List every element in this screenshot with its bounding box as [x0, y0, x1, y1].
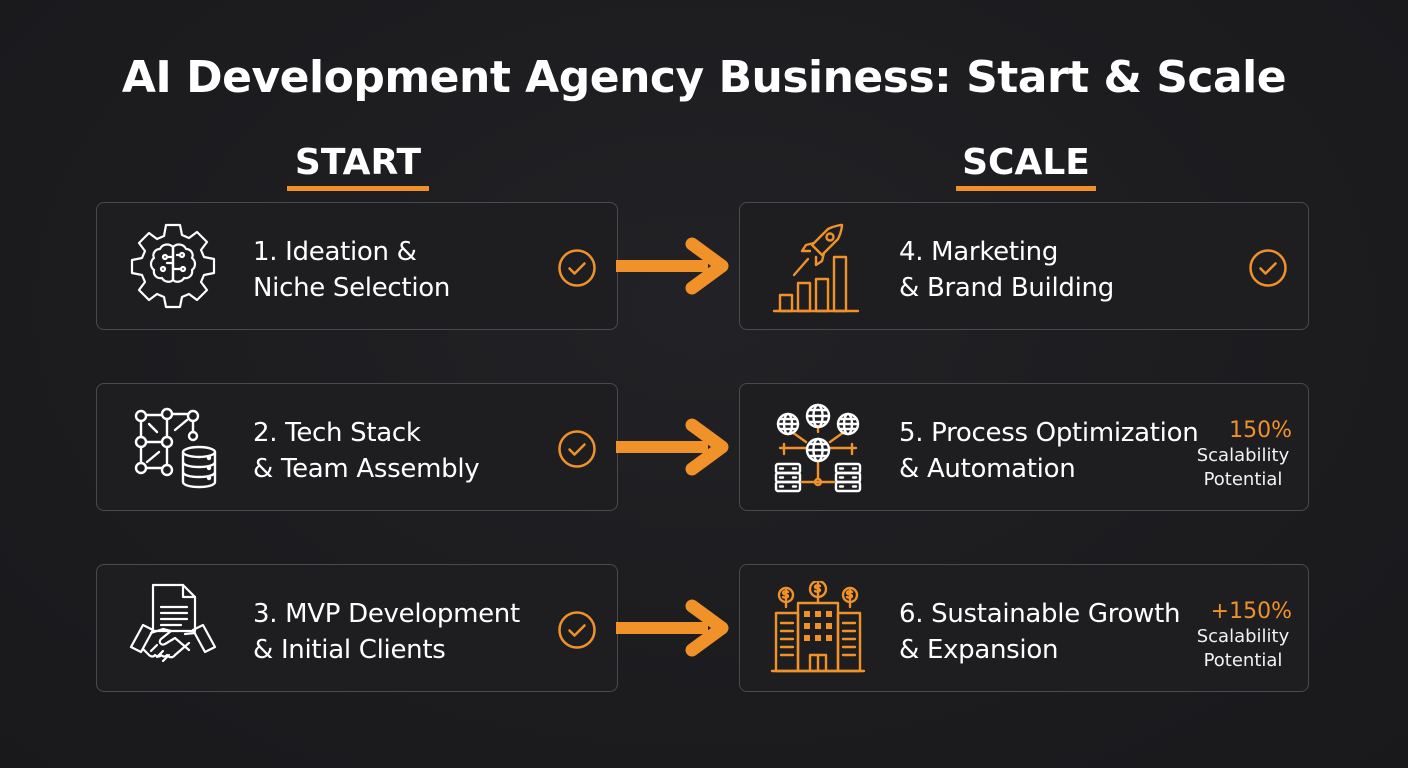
brain-gear-icon — [130, 223, 216, 309]
step-2-line1: 2. Tech Stack — [253, 418, 421, 448]
step-card-2: 2. Tech Stack & Team Assembly — [96, 383, 618, 511]
start-heading-underline — [287, 186, 429, 191]
metric-value: 150% — [1229, 418, 1292, 443]
check-circle-icon — [1249, 249, 1287, 287]
step-4-line2: & Brand Building — [899, 273, 1114, 303]
arrow-right-icon — [616, 418, 729, 476]
scale-heading-text: SCALE — [962, 142, 1090, 183]
step-1-line1: 1. Ideation & — [253, 237, 417, 267]
check-circle-icon — [558, 249, 596, 287]
step-card-6: 6. Sustainable Growth & Expansion +150% … — [739, 564, 1309, 692]
rocket-growth-chart-icon — [772, 223, 860, 313]
metric-value: +150% — [1210, 599, 1292, 624]
scale-column-heading: SCALE — [956, 142, 1096, 191]
globe-server-network-icon — [774, 403, 862, 493]
start-column-heading: START — [287, 142, 429, 191]
step-card-3: 3. MVP Development & Initial Clients — [96, 564, 618, 692]
arrow-right-icon — [616, 599, 729, 657]
step-card-5: 5. Process Optimization & Automation 150… — [739, 383, 1309, 511]
metric-caption-line2: Potential — [1203, 469, 1283, 490]
metric-caption-line2: Potential — [1203, 650, 1283, 671]
scalability-metric-6: +150% Scalability Potential — [1172, 599, 1292, 673]
step-card-4: 4. Marketing & Brand Building — [739, 202, 1309, 330]
contract-handshake-icon — [129, 583, 217, 663]
step-5-label: 5. Process Optimization & Automation — [899, 415, 1199, 487]
step-6-label: 6. Sustainable Growth & Expansion — [899, 596, 1180, 668]
arrow-right-icon — [616, 237, 729, 295]
step-1-label: 1. Ideation & Niche Selection — [253, 234, 450, 306]
step-4-label: 4. Marketing & Brand Building — [899, 234, 1114, 306]
start-heading-text: START — [294, 142, 422, 183]
scalability-metric-5: 150% Scalability Potential — [1172, 418, 1292, 492]
step-card-1: 1. Ideation & Niche Selection — [96, 202, 618, 330]
step-5-line2: & Automation — [899, 454, 1076, 484]
step-3-line1: 3. MVP Development — [253, 599, 520, 629]
building-money-icon — [770, 581, 866, 673]
step-1-line2: Niche Selection — [253, 273, 451, 303]
check-circle-icon — [558, 611, 596, 649]
step-4-line1: 4. Marketing — [899, 237, 1059, 267]
page-title: AI Development Agency Business: Start & … — [121, 52, 1287, 103]
step-3-line2: & Initial Clients — [253, 635, 446, 665]
step-6-line1: 6. Sustainable Growth — [899, 599, 1181, 629]
metric-caption-line1: Scalability — [1196, 445, 1290, 466]
scale-heading-underline — [956, 186, 1096, 191]
network-database-icon — [134, 407, 217, 489]
step-3-label: 3. MVP Development & Initial Clients — [253, 596, 520, 668]
step-6-line2: & Expansion — [899, 635, 1059, 665]
step-2-label: 2. Tech Stack & Team Assembly — [253, 415, 480, 487]
step-2-line2: & Team Assembly — [253, 454, 480, 484]
check-circle-icon — [558, 430, 596, 468]
metric-caption-line1: Scalability — [1196, 626, 1290, 647]
step-5-line1: 5. Process Optimization — [899, 418, 1199, 448]
